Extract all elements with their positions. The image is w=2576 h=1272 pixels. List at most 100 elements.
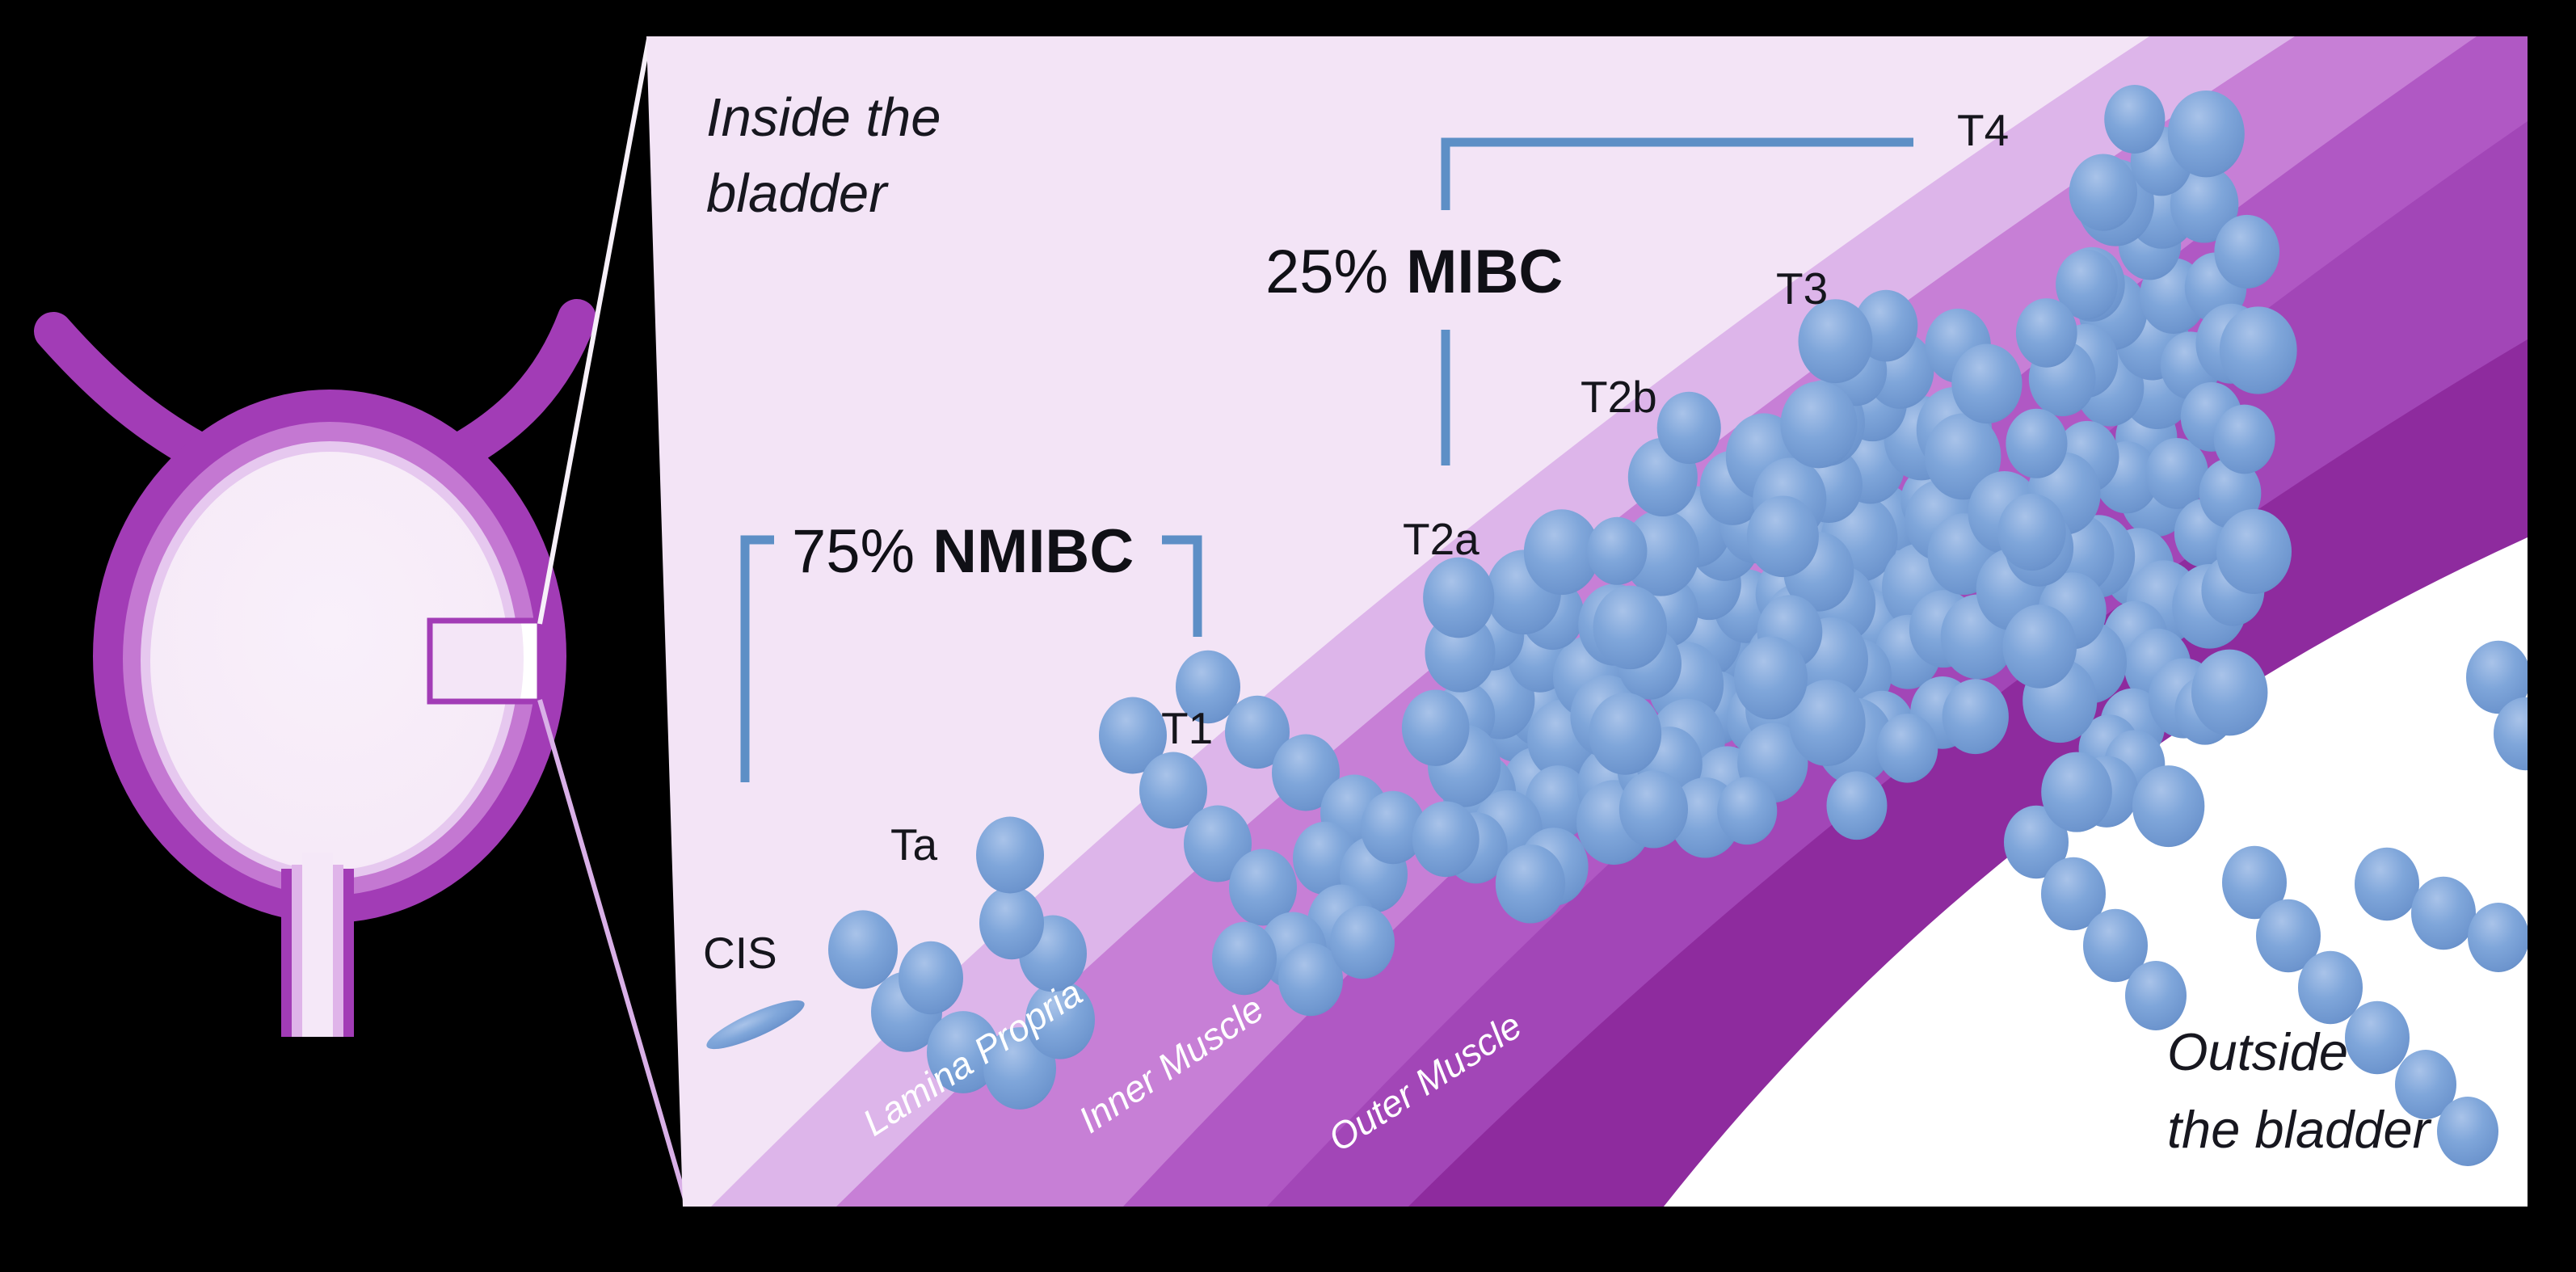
tumor-cell — [2002, 604, 2077, 689]
tumor-cell — [1951, 343, 2022, 424]
tumor-cell — [2437, 1097, 2498, 1166]
zoom-line-top — [537, 38, 651, 625]
tumor-cell — [2125, 961, 2187, 1030]
tumor-cell — [976, 816, 1044, 894]
bladder-illustration — [34, 299, 596, 1037]
tumor-cell — [1495, 844, 1566, 924]
tumor-cell — [1618, 770, 1689, 849]
tumor-cell — [1593, 585, 1668, 670]
tumor-cell — [2494, 697, 2528, 771]
tumor-cell — [1523, 509, 1600, 596]
tumor-cell — [2006, 408, 2068, 478]
nmibc-bracket — [740, 535, 1202, 782]
mibc-bracket — [1441, 137, 1913, 465]
tumor-cell — [1423, 557, 1495, 638]
inset-marker-border — [427, 617, 543, 705]
tumor-cell — [2145, 437, 2208, 509]
tumor-cell — [1589, 693, 1662, 775]
tumor-cell — [2214, 214, 2280, 289]
tumor-cell — [2004, 805, 2069, 879]
tumor-cell — [1734, 636, 1808, 720]
tumor-cell — [2298, 950, 2363, 1025]
tumor-cell — [2222, 845, 2287, 920]
tumor-cell — [1412, 801, 1480, 878]
tumor-cell — [2355, 847, 2419, 921]
tumor-cell — [1139, 752, 1207, 829]
tumor-cell — [1278, 942, 1343, 1017]
nmibc-abbr: NMIBC — [932, 517, 1134, 586]
outside-title-line1: Outside — [2167, 1022, 2348, 1081]
tumor-cluster-t4 — [1997, 85, 2528, 1166]
stage-label-t2b: T2b — [1581, 372, 1657, 422]
inside-bladder-title: Inside the bladder — [706, 87, 941, 224]
mibc-abbr: MIBC — [1406, 238, 1563, 306]
tumor-cluster-ta — [828, 816, 1095, 1110]
tumor-cell — [2069, 154, 2138, 231]
tumor-cell — [2170, 166, 2239, 243]
tumor-cell — [2132, 765, 2205, 848]
tumor-cell — [979, 886, 1044, 960]
tumor-cell — [1176, 650, 1240, 724]
tumor-cell — [2167, 90, 2245, 178]
zoom-line-bottom — [537, 699, 689, 1206]
tumor-cell — [1789, 680, 1866, 767]
magnified-panel: Lamina Propria Inner Muscle Outer Muscle — [646, 36, 2528, 1207]
tumor-cell — [1184, 805, 1252, 882]
tumor-cell — [1717, 777, 1778, 845]
nmibc-bracket-left — [740, 535, 774, 782]
stage-label-ta: Ta — [890, 819, 938, 870]
inset-marker-interior-overlap — [430, 621, 524, 701]
tumor-cell — [2015, 298, 2077, 368]
tumor-cell — [899, 941, 963, 1015]
tumor-cell — [2219, 306, 2297, 394]
mibc-percent: 25% — [1265, 238, 1388, 306]
tumor-cell — [2104, 85, 2166, 154]
tumor-cell — [1099, 697, 1167, 774]
tumor-cell — [1924, 413, 2001, 500]
nmibc-bracket-right — [1162, 535, 1202, 637]
stage-label-t3: T3 — [1776, 263, 1828, 314]
tumor-cell — [1401, 689, 1470, 766]
bladder-interior — [150, 452, 509, 870]
tumor-cell — [2056, 249, 2118, 320]
tumor-cell — [1361, 790, 1425, 865]
inset-marker — [427, 617, 543, 705]
tumor-cell — [2191, 649, 2268, 736]
tumor-cell — [1587, 516, 1648, 585]
inside-title-line2: bladder — [706, 163, 889, 224]
tumor-cell — [2083, 908, 2148, 983]
tumor-cell — [1656, 391, 1721, 465]
tumor-cell — [1997, 493, 2066, 571]
tumor-cell — [2395, 1050, 2456, 1119]
tumor-cell — [1330, 905, 1395, 979]
tumor-cis-lesion — [706, 1000, 805, 1050]
stage-label-t1: T1 — [1161, 703, 1213, 753]
stage-label-t4: T4 — [1957, 105, 2009, 155]
tumor-cell — [1212, 921, 1277, 996]
tumor-cell — [1798, 299, 1873, 384]
tumor-cell — [2466, 640, 2528, 714]
tumor-cell — [2213, 404, 2275, 474]
tumor-cell — [2041, 752, 2112, 832]
nmibc-label: 75%NMIBC — [792, 517, 1134, 586]
inside-title-line1: Inside the — [706, 87, 941, 148]
tumor-cell — [1780, 381, 1858, 469]
tumor-cell — [2256, 899, 2321, 973]
stage-label-t2a: T2a — [1403, 514, 1480, 564]
tumor-cell — [1623, 509, 1699, 596]
tumor-cell — [2345, 1000, 2410, 1075]
tumor-cell — [927, 1011, 1000, 1093]
tumor-cell — [1025, 980, 1095, 1059]
tumor-cell — [2216, 508, 2292, 595]
tumor-cell — [1826, 771, 1888, 840]
stage-label-cis: CIS — [703, 928, 777, 978]
mibc-bracket-top — [1441, 137, 1913, 210]
tumor-cell — [1229, 849, 1297, 926]
tumor-cell — [1876, 714, 1938, 783]
urethra-core — [302, 853, 333, 1037]
tumor-cell — [1272, 734, 1340, 811]
urethra — [281, 853, 354, 1037]
outside-bladder-title: Outside the bladder — [2167, 1022, 2432, 1159]
tumor-cell — [2041, 857, 2106, 931]
